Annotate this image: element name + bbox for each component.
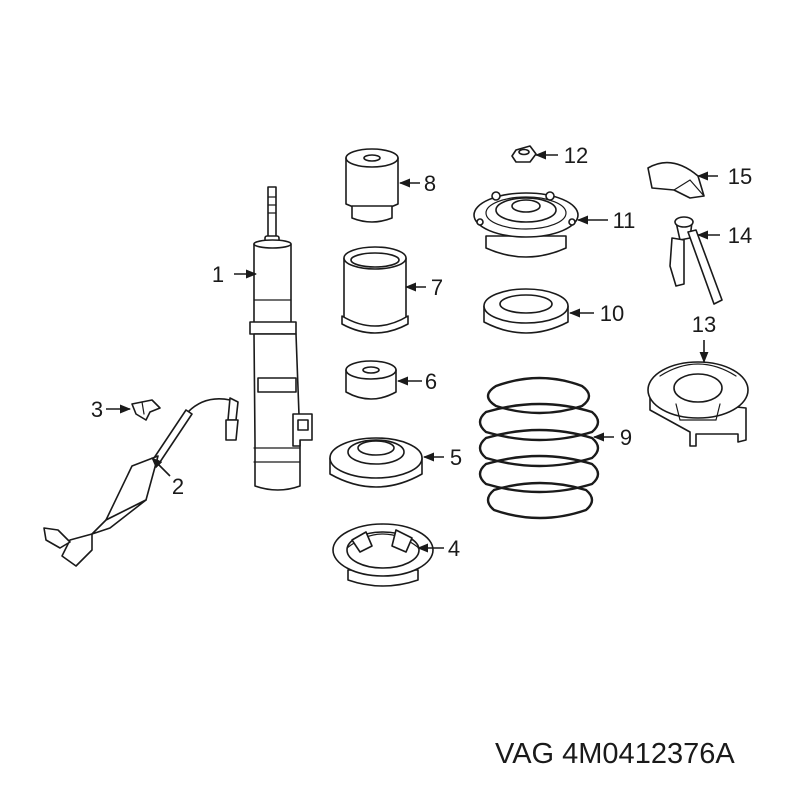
callout-14: 14 [728, 223, 752, 248]
spring-washer [483, 288, 569, 334]
bump-stop [345, 148, 399, 223]
height-sensor-link [669, 216, 723, 305]
callout-2: 2 [172, 474, 184, 499]
callout-10: 10 [600, 301, 624, 326]
part-number-caption: VAG 4M0412376A [495, 738, 735, 770]
coil-spring [478, 376, 600, 520]
spring-isolator [329, 437, 423, 488]
bump-stop-ring [345, 360, 397, 400]
upper-mount-cap [647, 361, 749, 447]
callout-13: 13 [692, 312, 716, 337]
callout-12: 12 [564, 143, 588, 168]
strut-mount [473, 191, 579, 258]
lower-spring-seat [332, 523, 434, 587]
callout-1: 1 [212, 262, 224, 287]
dust-boot [341, 246, 409, 334]
callout-9: 9 [620, 425, 632, 450]
callout-11: 11 [613, 208, 636, 233]
nut [511, 145, 537, 163]
callout-5: 5 [450, 445, 462, 470]
cover-cap [647, 161, 705, 199]
callout-15: 15 [728, 164, 752, 189]
callout-3: 3 [91, 397, 103, 422]
leader-arrows [106, 150, 720, 553]
callout-8: 8 [424, 171, 436, 196]
callout-4: 4 [448, 536, 460, 561]
sensor-cable [43, 397, 239, 567]
callout-6: 6 [425, 369, 437, 394]
shock-absorber [249, 186, 313, 491]
clip [131, 399, 161, 421]
callout-7: 7 [431, 275, 443, 300]
